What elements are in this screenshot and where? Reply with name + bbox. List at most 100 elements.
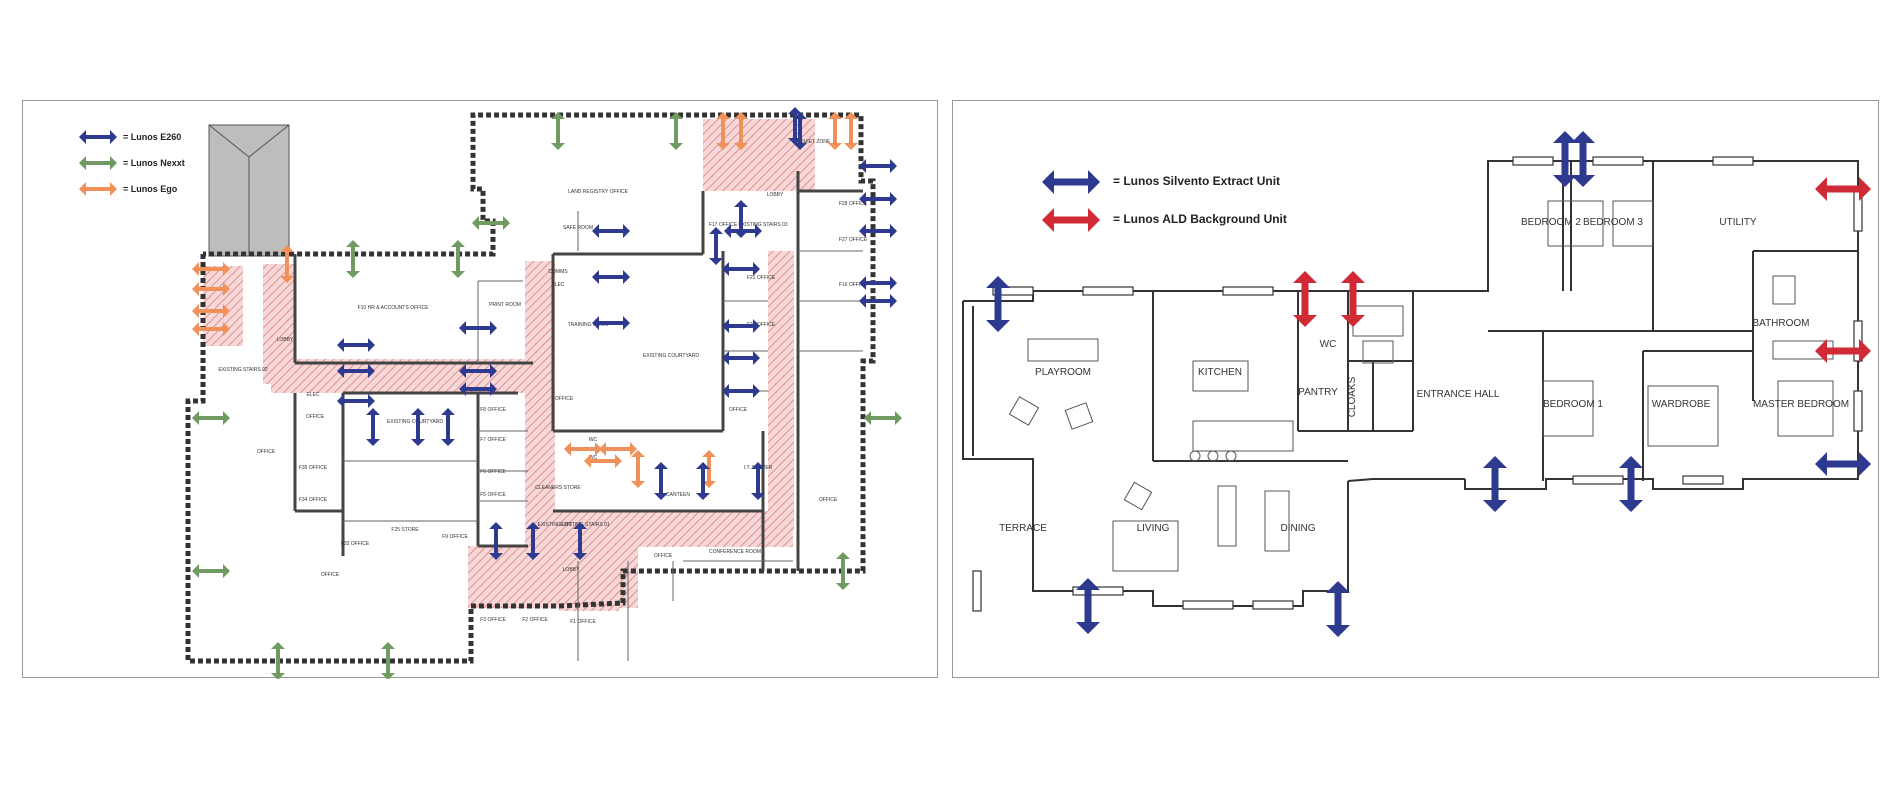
- unit-ald-4: [1341, 271, 1365, 327]
- room-bathroom: BATHROOM: [1752, 318, 1809, 329]
- room-f2: F2 OFFICE: [522, 617, 548, 623]
- unit-e260-55: [709, 227, 723, 265]
- unit-e260-41: [337, 364, 375, 378]
- room-quiet-zone: QUIET ZONE: [800, 139, 831, 145]
- room-f7: F7 OFFICE: [480, 437, 506, 443]
- unit-ego-20: [564, 442, 602, 456]
- room-kitchen: KITCHEN: [1198, 367, 1242, 378]
- room-canteen: CANTEEN: [666, 492, 690, 498]
- right-ventilation-units: [986, 131, 1871, 637]
- room-f9: F9 OFFICE: [442, 534, 468, 540]
- unit-e260-28: [859, 224, 897, 238]
- unit-e260-43: [459, 321, 497, 335]
- unit-e260-27: [859, 192, 897, 206]
- unit-nexxt-2: [346, 240, 360, 278]
- exterior-walls: [185, 112, 876, 664]
- room-f26: F26 OFFICE: [747, 322, 776, 328]
- unit-silvento-10: [1076, 578, 1100, 634]
- unit-ego-15: [280, 245, 294, 283]
- room-f21: F21 OFFICE: [747, 275, 776, 281]
- unit-ald-5: [1815, 177, 1871, 201]
- room-wardrobe: WARDROBE: [1652, 399, 1711, 410]
- room-lobby-left: LOBBY: [277, 337, 294, 343]
- house-windows: [972, 156, 1863, 612]
- room-wc: WC: [1320, 339, 1337, 350]
- unit-silvento-0: [986, 276, 1010, 332]
- unit-nexxt-8: [381, 642, 395, 679]
- room-office-small-3: OFFICE: [729, 407, 748, 413]
- room-office-left: OFFICE: [257, 449, 276, 455]
- room-office-bottom: OFFICE: [321, 572, 340, 578]
- legend-silvento-label: = Lunos Silvento Extract Unit: [1113, 174, 1280, 188]
- unit-e260-46: [366, 408, 380, 446]
- unit-ego-11: [716, 112, 730, 150]
- room-lobby-bottom: LOBBY: [563, 567, 580, 573]
- unit-ald-6: [1815, 339, 1871, 363]
- legend-ego-label: = Lunos Ego: [123, 184, 178, 194]
- unit-e260-29: [859, 276, 897, 290]
- legend-e260-label: = Lunos E260: [123, 132, 181, 142]
- house-furniture: [1008, 200, 1834, 572]
- left-ventilation-units: [192, 107, 902, 679]
- house-floor-plan: BEDROOM 2 BEDROOM 3 UTILITY BATHROOM BED…: [962, 131, 1871, 637]
- unit-e260-35: [722, 351, 760, 365]
- room-f17: F17 OFFICE: [709, 222, 738, 228]
- unit-e260-33: [722, 262, 760, 276]
- unit-silvento-9: [1619, 456, 1643, 512]
- unit-nexxt-10: [864, 411, 902, 425]
- room-bedroom-1: BEDROOM 1: [1543, 399, 1603, 410]
- unit-nexxt-0: [551, 112, 565, 150]
- room-safe: SAFE ROOM: [563, 225, 593, 231]
- unit-e260-37: [592, 224, 630, 238]
- unit-ald-3: [1293, 271, 1317, 327]
- room-master-bedroom: MASTER BEDROOM: [1753, 399, 1849, 410]
- room-f5: F5 OFFICE: [480, 492, 506, 498]
- room-f10: F10 HR & ACCOUNTS OFFICE: [358, 305, 430, 311]
- room-training: TRAINING ROOM: [568, 322, 609, 328]
- room-f1: F1 OFFICE: [570, 619, 596, 625]
- unit-e260-36: [722, 384, 760, 398]
- room-lift: EXISTING LIFT: [537, 522, 572, 528]
- unit-ego-19: [192, 322, 230, 336]
- unit-e260-54: [751, 462, 765, 500]
- unit-e260-51: [573, 522, 587, 560]
- unit-ego-14: [844, 112, 858, 150]
- room-elec-2: ELEC: [306, 392, 319, 398]
- legend-ald-label: = Lunos ALD Background Unit: [1113, 212, 1287, 226]
- unit-nexxt-4: [472, 216, 510, 230]
- unit-e260-31: [734, 200, 748, 238]
- unit-ego-16: [192, 262, 230, 276]
- unit-silvento-1: [1553, 131, 1577, 187]
- unit-e260-53: [696, 462, 710, 500]
- unit-e260-52: [654, 462, 668, 500]
- unit-e260-49: [489, 522, 503, 560]
- room-living: LIVING: [1137, 523, 1170, 534]
- unit-silvento-11: [1326, 581, 1350, 637]
- unit-nexxt-7: [271, 642, 285, 679]
- unit-nexxt-1: [669, 112, 683, 150]
- room-f3: F3 OFFICE: [480, 617, 506, 623]
- right-legend: = Lunos Silvento Extract Unit = Lunos AL…: [1042, 170, 1287, 232]
- house-room-labels: BEDROOM 2 BEDROOM 3 UTILITY BATHROOM BED…: [999, 217, 1849, 534]
- unit-nexxt-9: [836, 552, 850, 590]
- unit-e260-32: [724, 224, 762, 238]
- room-office-conf: OFFICE: [654, 553, 673, 559]
- room-stairs-left: EXISTING STAIRS 02: [218, 367, 268, 373]
- circulation-hatch: [203, 119, 815, 611]
- unit-e260-34: [722, 319, 760, 333]
- room-f16: F16 OFFICE: [839, 282, 868, 288]
- unit-e260-48: [441, 408, 455, 446]
- legend-nexxt-arrow-icon: [79, 156, 117, 170]
- unit-e260-47: [411, 408, 425, 446]
- legend-silvento-arrow-icon: [1042, 170, 1100, 194]
- roof-block: [208, 124, 290, 257]
- unit-e260-44: [459, 364, 497, 378]
- unit-ego-17: [192, 282, 230, 296]
- room-office-small-1: OFFICE: [306, 414, 325, 420]
- room-bedroom-2: BEDROOM 2: [1521, 217, 1581, 228]
- unit-e260-38: [592, 270, 630, 284]
- room-utility: UTILITY: [1719, 217, 1757, 228]
- room-office-small-2: OFFICE: [555, 396, 574, 402]
- house-floor-plan-panel: BEDROOM 2 BEDROOM 3 UTILITY BATHROOM BED…: [952, 100, 1879, 678]
- interior-walls: [293, 171, 863, 571]
